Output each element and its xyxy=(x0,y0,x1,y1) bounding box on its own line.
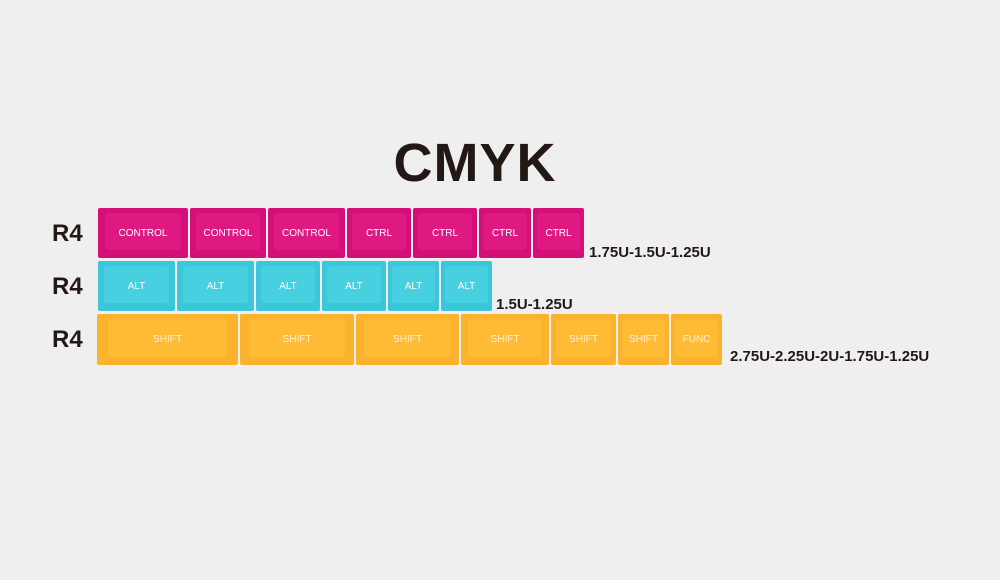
keycap: FUNC xyxy=(671,314,722,365)
keycap: CONTROL xyxy=(98,208,188,258)
keycap-label: ALT xyxy=(279,280,297,292)
keycap-label: SHIFT xyxy=(282,334,312,345)
keycap: ALT xyxy=(441,261,492,311)
keycap: CTRL xyxy=(347,208,411,258)
keycap-label: ALT xyxy=(404,280,423,292)
keycap-label: CTRL xyxy=(491,227,519,239)
size-caption: 1.75U-1.5U-1.25U xyxy=(589,244,711,261)
keycap-label: CTRL xyxy=(545,227,572,239)
keycap-label: ALT xyxy=(127,280,146,292)
keycap: SHIFT xyxy=(240,314,354,365)
keycap-label: CONTROL xyxy=(203,227,253,239)
row-label: R4 xyxy=(52,220,83,247)
keycap: CTRL xyxy=(533,208,584,258)
keycap: ALT xyxy=(388,261,439,311)
keycap-label: ALT xyxy=(345,280,363,292)
keycap-label: ALT xyxy=(206,280,225,292)
keycap-label: SHIFT xyxy=(490,334,520,345)
keycap-label: FUNC xyxy=(682,334,711,345)
keycap-label: SHIFT xyxy=(153,334,182,345)
keycap-label: CTRL xyxy=(431,227,459,239)
keycap-label: CTRL xyxy=(365,227,393,239)
keycap: CTRL xyxy=(479,208,531,258)
page-title: CMYK xyxy=(393,133,557,193)
size-caption: 2.75U-2.25U-2U-1.75U-1.25U xyxy=(730,348,930,365)
keycap: SHIFT xyxy=(618,314,669,365)
keycap-label: SHIFT xyxy=(393,334,422,345)
keycap: SHIFT xyxy=(97,314,238,365)
keycap: ALT xyxy=(177,261,254,311)
keycap: SHIFT xyxy=(461,314,549,365)
keycap-label: CONTROL xyxy=(282,227,331,239)
keycap: ALT xyxy=(322,261,386,311)
keycap-label: SHIFT xyxy=(569,334,598,345)
keycap: SHIFT xyxy=(356,314,459,365)
keycap-label: ALT xyxy=(457,280,476,292)
keycap-label: SHIFT xyxy=(629,334,658,345)
row-label: R4 xyxy=(52,273,83,300)
keycap: CONTROL xyxy=(190,208,266,258)
keycap: ALT xyxy=(256,261,320,311)
keycap: SHIFT xyxy=(551,314,616,365)
size-caption: 1.5U-1.25U xyxy=(496,296,573,313)
keycap: ALT xyxy=(98,261,175,311)
row-label: R4 xyxy=(52,326,83,353)
keycap: CONTROL xyxy=(268,208,345,258)
keycap-label: CONTROL xyxy=(118,227,168,239)
keycap: CTRL xyxy=(413,208,477,258)
